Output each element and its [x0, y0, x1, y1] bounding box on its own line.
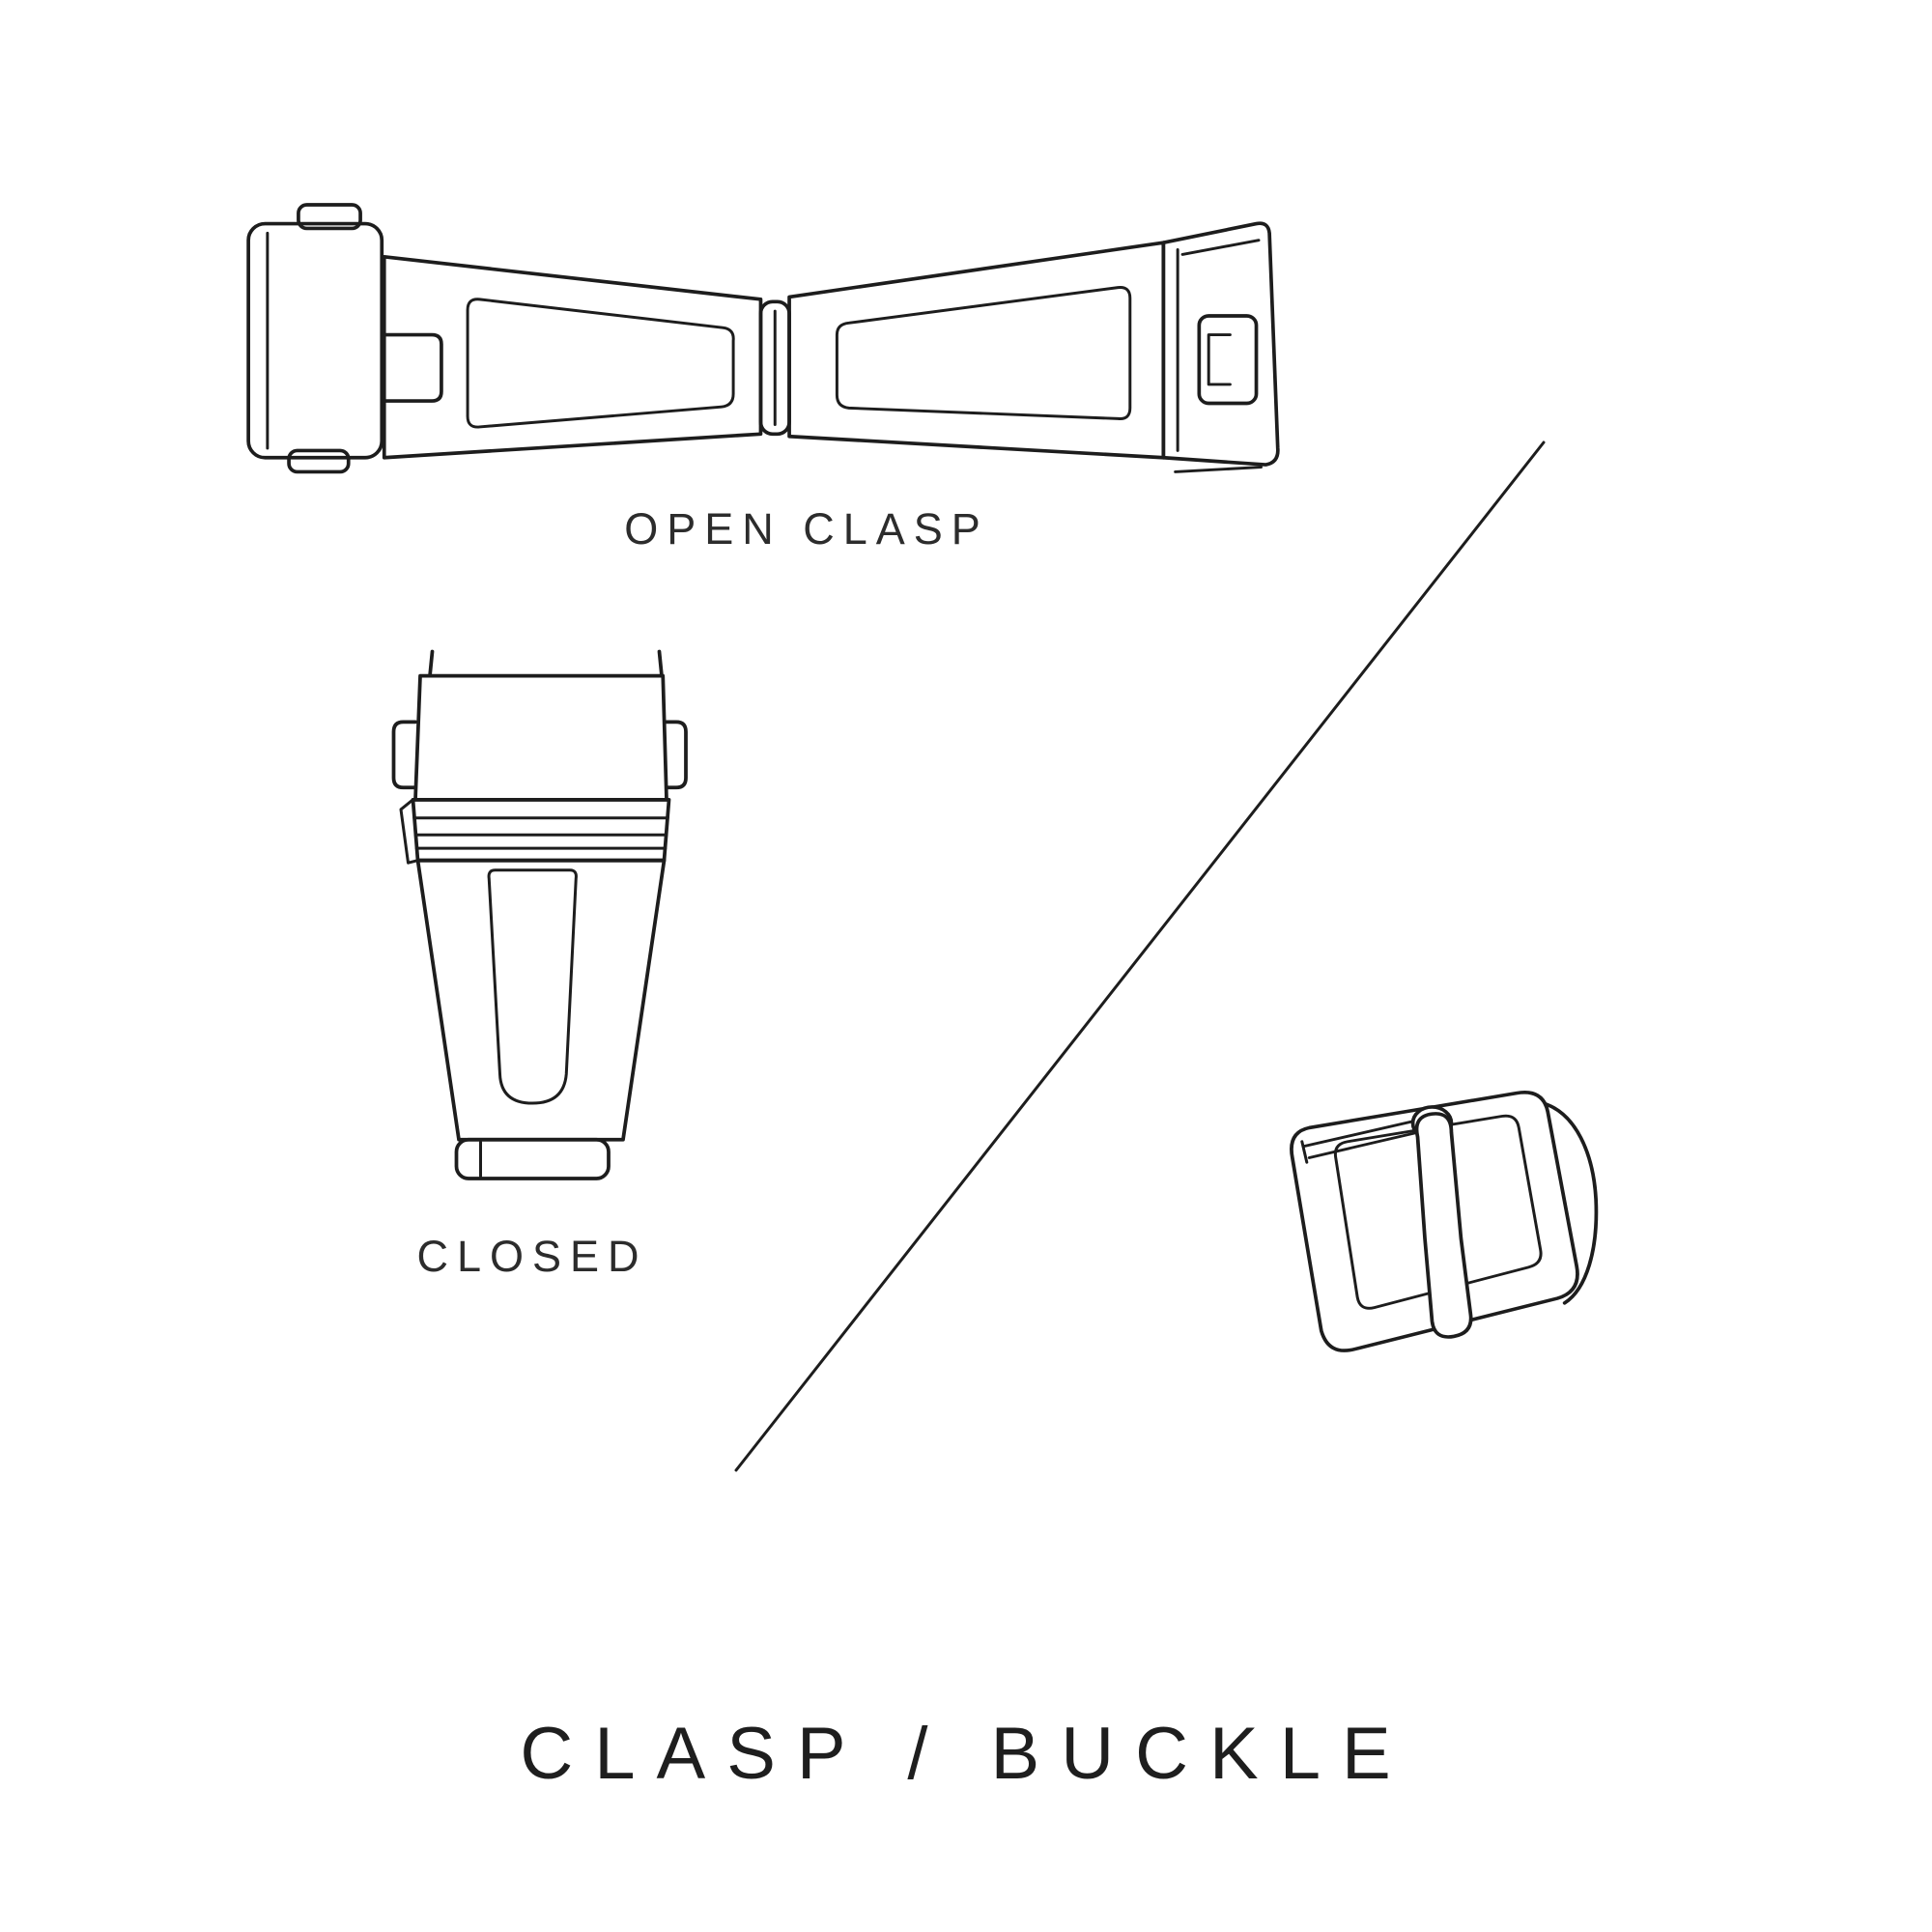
divider-line [715, 425, 1565, 1488]
closed-clasp-figure [382, 649, 696, 1183]
closed-clasp-label: CLOSED [416, 1232, 648, 1281]
open-clasp-illustration [246, 203, 1280, 474]
closed-clasp-illustration [391, 649, 688, 1180]
pin-buckle-illustration [1290, 1091, 1599, 1352]
pin-buckle-figure [1225, 1065, 1634, 1411]
open-clasp-figure [222, 184, 1294, 491]
page-title: CLASP / BUCKLE [520, 1713, 1412, 1795]
divider-line-graphic [734, 440, 1546, 1472]
open-clasp-label: OPEN CLASP [624, 504, 989, 554]
